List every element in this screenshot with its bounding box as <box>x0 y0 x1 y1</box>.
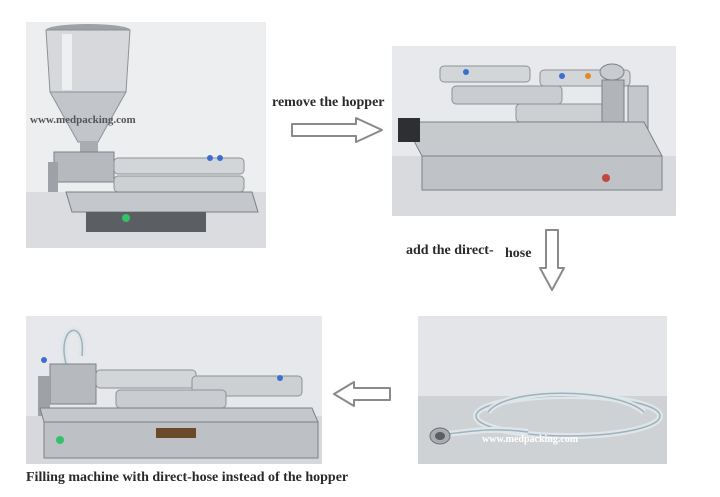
caption-add-direct: add the direct- <box>406 243 494 258</box>
photo-machine-with-direct-hose <box>26 316 322 464</box>
caption-final: Filling machine with direct-hose instead… <box>26 470 349 485</box>
caption-remove-hopper: remove the hopper <box>272 95 385 110</box>
arrow-right-icon <box>291 117 383 143</box>
caption-add-hose: hose <box>505 246 532 261</box>
arrow-left-icon <box>333 381 391 407</box>
photo-machine-with-hopper: www.medpacking.com <box>26 22 266 248</box>
arrow-down-icon <box>539 229 565 291</box>
photo-machine-without-hopper <box>392 46 676 216</box>
watermark-photo-1: www.medpacking.com <box>30 114 136 126</box>
photo-direct-hose: www.medpacking.com <box>418 316 667 464</box>
watermark-photo-3: www.medpacking.com <box>482 434 579 445</box>
